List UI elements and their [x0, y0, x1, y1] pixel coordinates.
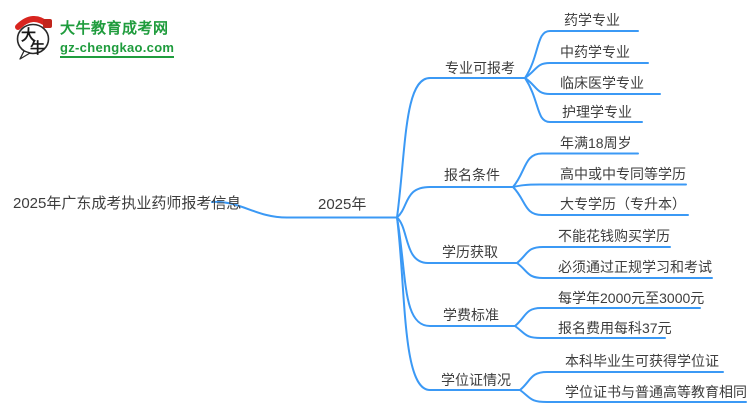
site-url: gz-chengkao.com — [60, 40, 175, 58]
branch-5-label: 学位证情况 — [441, 372, 511, 388]
branch-1-child-4: 护理学专业 — [562, 104, 632, 120]
branch-4-child-1: 每学年2000元至3000元 — [558, 290, 705, 306]
site-logo-icon: 大 牛 — [15, 16, 52, 60]
branch-1-label: 专业可报考 — [445, 60, 515, 76]
site-logo: 大 牛 大牛教育成考网 gz-chengkao.com — [14, 12, 175, 60]
branch-1-child-3: 临床医学专业 — [560, 75, 644, 91]
branch-3-child-1: 不能花钱购买学历 — [558, 228, 670, 244]
branch-1-child-2: 中药学专业 — [560, 44, 630, 60]
branch-3-child-2: 必须通过正规学习和考试 — [558, 259, 712, 275]
branch-2-child-2: 高中或中专同等学历 — [560, 166, 686, 182]
connector-b2-c2 — [512, 183, 687, 188]
branch-2-child-3: 大专学历（专升本） — [560, 196, 686, 212]
center-node: 2025年 — [318, 196, 367, 213]
root-node: 2025年广东成考执业药师报考信息 — [13, 195, 242, 212]
branch-4-child-2: 报名费用每科37元 — [558, 320, 672, 336]
branch-1-child-1: 药学专业 — [564, 12, 620, 28]
connector-branch-1 — [396, 77, 526, 219]
branch-2-label: 报名条件 — [444, 167, 500, 183]
site-name: 大牛教育成考网 — [60, 20, 169, 37]
branch-5-child-2: 学位证书与普通高等教育相同 — [565, 384, 747, 400]
branch-5-child-1: 本科毕业生可获得学位证 — [565, 353, 719, 369]
branch-2-child-1: 年满18周岁 — [560, 135, 632, 151]
speech-bubble-tail — [19, 50, 31, 60]
logo-char-top: 大 — [21, 26, 36, 44]
branch-4-label: 学费标准 — [443, 307, 499, 323]
logo-char-bottom: 牛 — [30, 39, 45, 57]
branch-3-label: 学历获取 — [442, 244, 498, 260]
site-logo-text: 大牛教育成考网 gz-chengkao.com — [60, 12, 175, 58]
red-seal — [43, 19, 52, 28]
connector-branch-2 — [396, 186, 514, 219]
